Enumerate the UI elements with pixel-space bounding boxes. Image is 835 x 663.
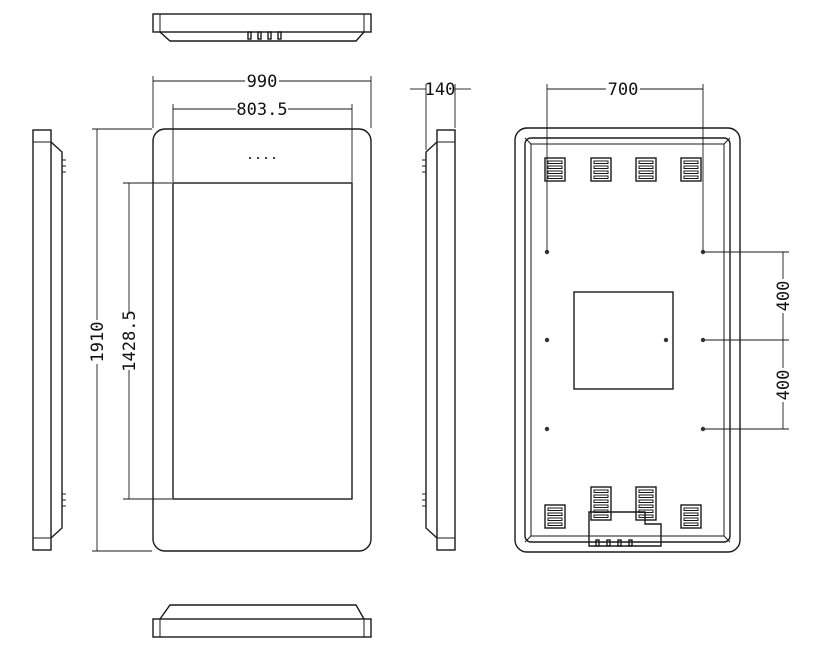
io-port <box>595 539 600 547</box>
bottom-view <box>152 604 372 638</box>
front-view <box>152 128 372 552</box>
rear-view <box>514 127 741 553</box>
dim-vesa-top-label: 400 <box>774 281 794 312</box>
dim-overall-height: 1910 <box>88 128 152 552</box>
top-view-back <box>159 31 365 42</box>
camera-dot <box>248 156 252 160</box>
front-bezel <box>152 128 372 552</box>
vent-grille <box>635 157 657 182</box>
dim-vesa-horizontal-label: 700 <box>608 80 639 100</box>
speaker-vents <box>544 157 702 529</box>
top-view-body <box>152 13 372 33</box>
dim-screen-width: 803.5 <box>172 100 353 182</box>
dim-overall-width: 990 <box>152 72 372 128</box>
dim-vesa-horizontal: 700 <box>546 80 704 252</box>
right-side-back <box>425 141 438 539</box>
vent-grille <box>544 157 566 182</box>
vent-grille <box>590 486 612 521</box>
mount-hole <box>700 426 706 432</box>
top-view <box>152 13 372 42</box>
vent-grille <box>635 486 657 521</box>
dim-depth-label: 140 <box>425 80 456 100</box>
dim-vesa-bottom-label: 400 <box>774 370 794 401</box>
right-side-body <box>436 129 456 551</box>
vent-grille <box>590 157 612 182</box>
vent-grille <box>544 504 566 529</box>
front-screen <box>172 182 353 500</box>
vesa-mount-holes <box>544 249 706 432</box>
dim-vesa-vertical: 400 400 <box>705 251 794 430</box>
dim-depth: 140 <box>410 80 471 150</box>
bottom-view-back <box>159 604 365 620</box>
mount-hole <box>544 426 550 432</box>
dim-screen-height-label: 1428.5 <box>120 310 140 371</box>
mount-hole <box>544 337 550 343</box>
bottom-view-body <box>152 618 372 638</box>
dim-screen-height: 1428.5 <box>120 182 172 500</box>
vent-grille <box>680 504 702 529</box>
right-side-view <box>422 129 456 551</box>
rear-center-cover <box>573 291 674 390</box>
left-side-body <box>32 129 52 551</box>
mount-hole <box>663 337 669 343</box>
rear-inner-frame <box>524 137 731 543</box>
dim-screen-width-label: 803.5 <box>236 100 287 120</box>
mount-hole <box>700 337 706 343</box>
left-side-back <box>50 141 63 539</box>
dim-overall-height-label: 1910 <box>88 322 108 363</box>
vent-grille <box>680 157 702 182</box>
dim-overall-width-label: 990 <box>247 72 278 92</box>
left-side-view <box>32 129 66 551</box>
rear-panel <box>530 143 725 537</box>
